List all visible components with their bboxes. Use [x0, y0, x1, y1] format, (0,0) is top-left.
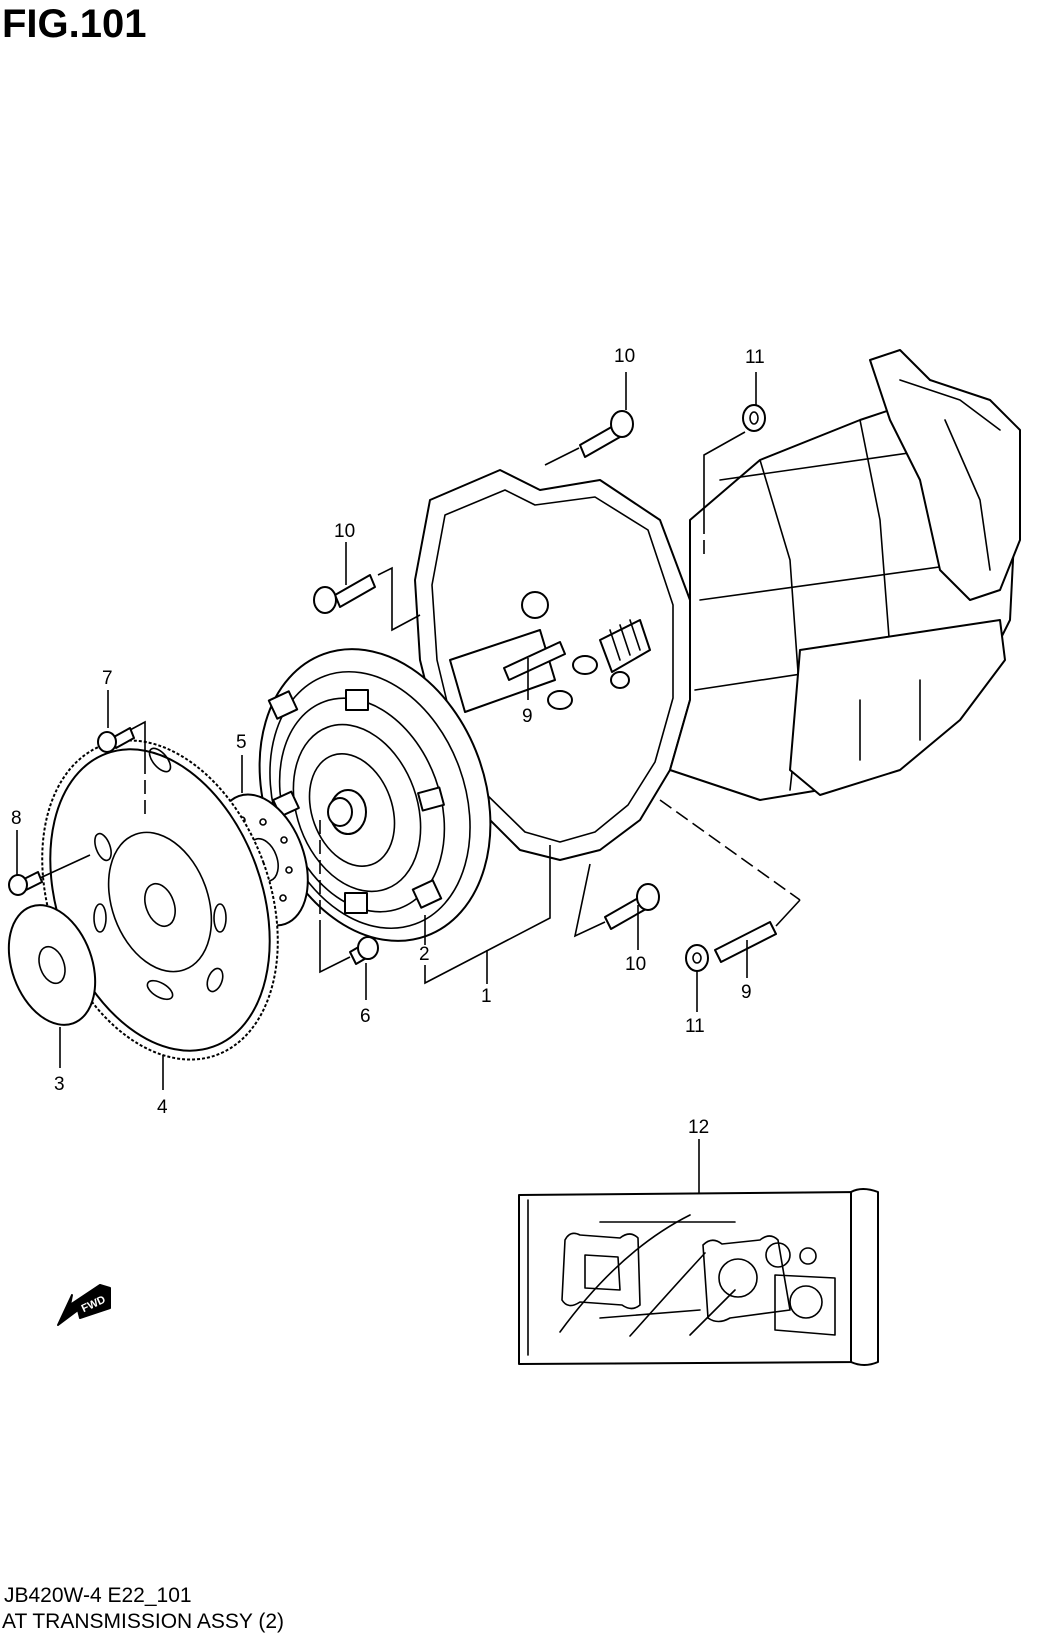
leader-lines: [16, 372, 801, 1195]
callout-10: 10: [625, 954, 646, 975]
callout-8: 8: [11, 808, 22, 829]
bolt-10-left: [313, 574, 376, 614]
callout-6: 6: [360, 1006, 371, 1027]
callout-3: 3: [54, 1074, 65, 1095]
callout-2: 2: [419, 944, 430, 965]
bolt-10-top: [579, 410, 634, 458]
callout-9: 9: [741, 982, 752, 1003]
fwd-arrow-icon: FWD: [57, 1284, 111, 1326]
figure-title: FIG.101: [2, 2, 147, 46]
bolt-10-bottom: [604, 883, 660, 930]
callout-12: 12: [688, 1117, 709, 1138]
drive-plate-4: [41, 739, 279, 1061]
stud-9-upper: [503, 641, 566, 681]
nut-11-bottom: [685, 944, 709, 972]
callout-7: 7: [102, 668, 113, 689]
transmission-case: [414, 349, 1021, 861]
torque-converter: [258, 648, 492, 942]
callout-1: 1: [481, 986, 492, 1007]
nut-11-top: [742, 404, 766, 432]
callout-10: 10: [614, 346, 635, 367]
plate-3: [7, 904, 97, 1026]
stud-9-lower: [714, 921, 777, 963]
plug-6: [349, 936, 379, 965]
bolt-8: [8, 871, 43, 896]
callout-11: 11: [745, 347, 765, 368]
bolt-7: [97, 727, 135, 753]
callout-4: 4: [157, 1097, 168, 1118]
callout-5: 5: [236, 732, 247, 753]
figure-name: AT TRANSMISSION ASSY (2): [2, 1610, 285, 1633]
callout-10: 10: [334, 521, 355, 542]
callout-labels: 10 11 10 9 7 5 8 2 1 6 10 9 11 3 4 12: [11, 346, 765, 1138]
callout-11: 11: [685, 1016, 705, 1037]
figure-code: JB420W-4 E22_101: [4, 1584, 192, 1607]
gasket-set-12: [518, 1188, 879, 1366]
callout-9: 9: [522, 706, 533, 727]
